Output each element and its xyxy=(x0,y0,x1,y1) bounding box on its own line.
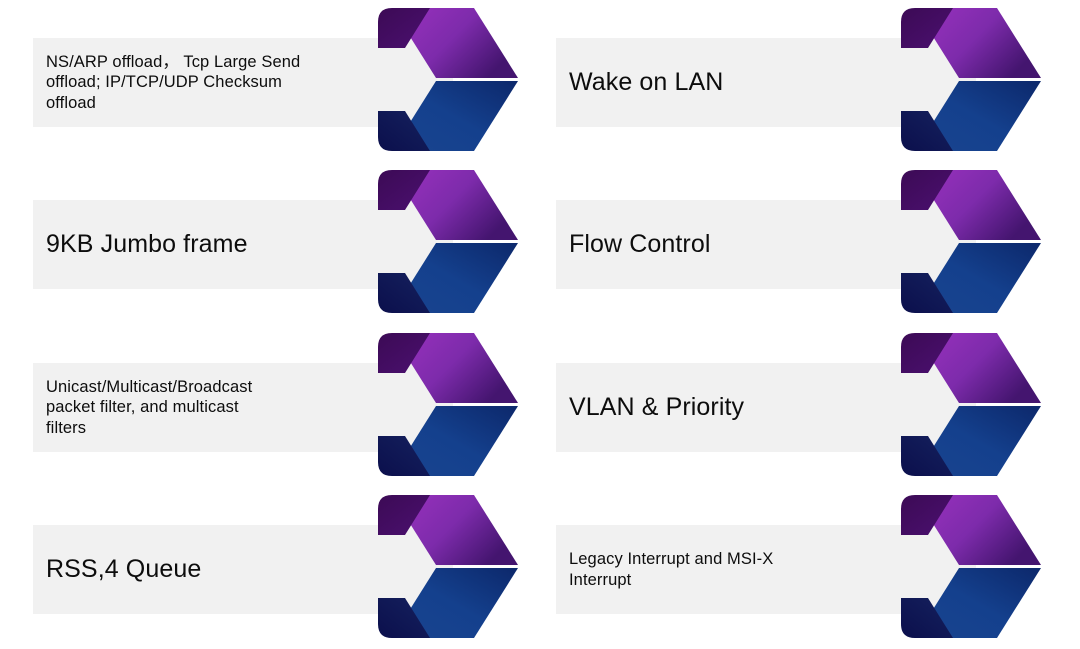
chevron-arrow-icon xyxy=(378,8,518,151)
feature-arrow-item-l1[interactable]: NS/ARP offload， Tcp Large Send offload; … xyxy=(33,0,518,160)
feature-label-text: 9KB Jumbo frame xyxy=(46,230,248,259)
feature-label-text: Legacy Interrupt and MSI-X Interrupt xyxy=(569,550,774,589)
chevron-arrow-icon xyxy=(378,495,518,638)
feature-label-plate: VLAN & Priority xyxy=(556,363,976,452)
feature-label-text: NS/ARP offload， Tcp Large Send offload; … xyxy=(46,53,301,112)
feature-arrow-item-l3[interactable]: Unicast/Multicast/Broadcast packet filte… xyxy=(33,325,518,485)
feature-arrow-item-r1[interactable]: Wake on LAN xyxy=(556,0,1041,160)
feature-arrow-item-r2[interactable]: Flow Control xyxy=(556,162,1041,322)
feature-label-text: Wake on LAN xyxy=(569,68,724,97)
feature-arrow-item-r4[interactable]: Legacy Interrupt and MSI-X Interrupt xyxy=(556,487,1041,647)
chevron-arrow-icon xyxy=(901,333,1041,476)
feature-label-text: Unicast/Multicast/Broadcast packet filte… xyxy=(46,378,253,437)
feature-label-text: RSS,4 Queue xyxy=(46,555,202,584)
feature-label-plate: 9KB Jumbo frame xyxy=(33,200,453,289)
chevron-arrow-icon xyxy=(901,170,1041,313)
feature-label-text: Flow Control xyxy=(569,230,711,259)
chevron-arrow-icon xyxy=(901,8,1041,151)
feature-arrow-item-r3[interactable]: VLAN & Priority xyxy=(556,325,1041,485)
feature-arrow-item-l4[interactable]: RSS,4 Queue xyxy=(33,487,518,647)
feature-label-plate: NS/ARP offload， Tcp Large Send offload; … xyxy=(33,38,453,127)
feature-arrow-item-l2[interactable]: 9KB Jumbo frame xyxy=(33,162,518,322)
chevron-arrow-icon xyxy=(378,333,518,476)
feature-label-text: VLAN & Priority xyxy=(569,393,745,422)
chevron-arrow-icon xyxy=(901,495,1041,638)
chevron-arrow-icon xyxy=(378,170,518,313)
